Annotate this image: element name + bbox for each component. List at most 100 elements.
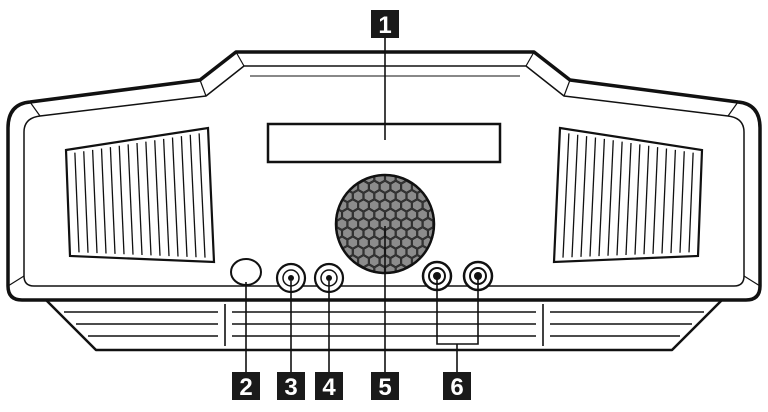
hex-cell <box>385 208 396 221</box>
center-grille-hex-pattern <box>327 176 443 272</box>
hex-cell <box>358 180 369 193</box>
hex-cell <box>369 218 380 230</box>
callout-5: 5 <box>371 372 399 401</box>
hex-cell <box>374 208 385 221</box>
jack-6a-socket <box>433 272 441 280</box>
hex-cell <box>337 208 342 221</box>
grille-slat <box>171 137 179 257</box>
hex-cell <box>374 246 385 258</box>
hex-cell <box>369 180 380 193</box>
hex-cell <box>353 227 364 240</box>
hex-cell <box>434 219 443 230</box>
grille-slat <box>688 152 694 253</box>
facet-line <box>29 101 41 117</box>
hex-cell <box>369 255 380 268</box>
left-grille-frame <box>64 126 216 264</box>
callout-4: 4 <box>315 372 343 401</box>
hex-cell <box>337 227 342 240</box>
grille-slat <box>198 133 206 258</box>
lower-vent-base <box>45 299 723 352</box>
hex-cell <box>412 199 423 212</box>
right-grille-slats <box>562 133 694 258</box>
callout-3-number: 3 <box>284 374 297 401</box>
grille-slat <box>136 142 143 256</box>
grille-slat <box>74 152 80 253</box>
hex-cell <box>390 199 401 212</box>
hex-cell <box>395 246 407 258</box>
grille-slat <box>145 141 152 256</box>
facet-line <box>727 101 739 117</box>
callout-4-number: 4 <box>322 374 336 401</box>
grille-slat <box>100 148 107 254</box>
grille-slat <box>607 140 614 256</box>
hex-cell <box>353 208 364 221</box>
callout-6: 6 <box>443 372 471 401</box>
hex-cell <box>412 218 423 230</box>
hex-cell <box>390 236 401 249</box>
hex-cell <box>358 255 369 268</box>
hex-cell <box>374 264 385 272</box>
callout-2: 2 <box>232 372 260 401</box>
housing-inner-bezel <box>23 65 745 287</box>
grille-slat <box>154 140 161 256</box>
hex-cell <box>406 227 417 240</box>
hex-cell <box>401 255 412 268</box>
grille-slat <box>118 145 125 255</box>
grille-slat <box>83 151 89 253</box>
hex-cell <box>385 190 396 202</box>
grille-slat <box>652 147 659 254</box>
hex-cell <box>327 219 336 230</box>
hex-cell <box>353 190 364 202</box>
facet-line <box>7 275 25 287</box>
hex-cell <box>369 199 380 212</box>
leader-line-6 <box>436 279 479 372</box>
hex-cell <box>395 190 407 202</box>
hex-cell <box>422 218 433 230</box>
jack-4-socket <box>326 275 332 281</box>
hex-cell <box>401 236 412 249</box>
center-speaker-grille <box>327 173 443 275</box>
hex-cell <box>379 218 391 230</box>
right-grille-frame <box>552 126 704 264</box>
hex-cell <box>401 199 412 212</box>
hex-cell <box>390 180 401 193</box>
grille-slat <box>625 142 632 256</box>
hex-cell <box>358 199 369 212</box>
hex-cell <box>347 236 358 249</box>
hex-cell <box>401 180 412 193</box>
callout-1: 1 <box>371 10 399 39</box>
hex-cell <box>374 190 385 202</box>
grille-slat <box>562 133 570 258</box>
hex-cell <box>428 227 433 240</box>
hex-cell <box>428 208 433 221</box>
grille-slat <box>589 137 597 257</box>
jack-6b-socket <box>474 272 482 280</box>
hex-cell <box>379 199 391 212</box>
hex-cell <box>347 199 358 212</box>
grille-slat <box>679 151 685 253</box>
hex-cell <box>417 208 428 221</box>
callout-2-number: 2 <box>239 374 252 401</box>
hex-cell <box>337 218 348 230</box>
callout-5-number: 5 <box>378 374 391 401</box>
grille-slat <box>189 134 197 258</box>
left-side-grille <box>64 126 216 264</box>
base-vent-slats <box>64 304 704 346</box>
grille-slat <box>661 148 668 254</box>
grille-slat <box>580 136 588 257</box>
grille-slat <box>180 136 188 257</box>
hex-cell <box>347 218 358 230</box>
facet-line <box>563 79 571 97</box>
grille-slat <box>598 138 606 257</box>
hex-cell <box>374 176 385 184</box>
callout-1-number: 1 <box>378 12 391 39</box>
callout-3: 3 <box>277 372 305 401</box>
hex-cell <box>363 208 375 221</box>
grille-slat <box>571 134 579 258</box>
hex-cell <box>358 236 369 249</box>
hex-cell <box>342 227 353 240</box>
hex-cell <box>390 255 401 268</box>
hex-cell <box>385 176 396 184</box>
facet-line <box>525 51 535 67</box>
